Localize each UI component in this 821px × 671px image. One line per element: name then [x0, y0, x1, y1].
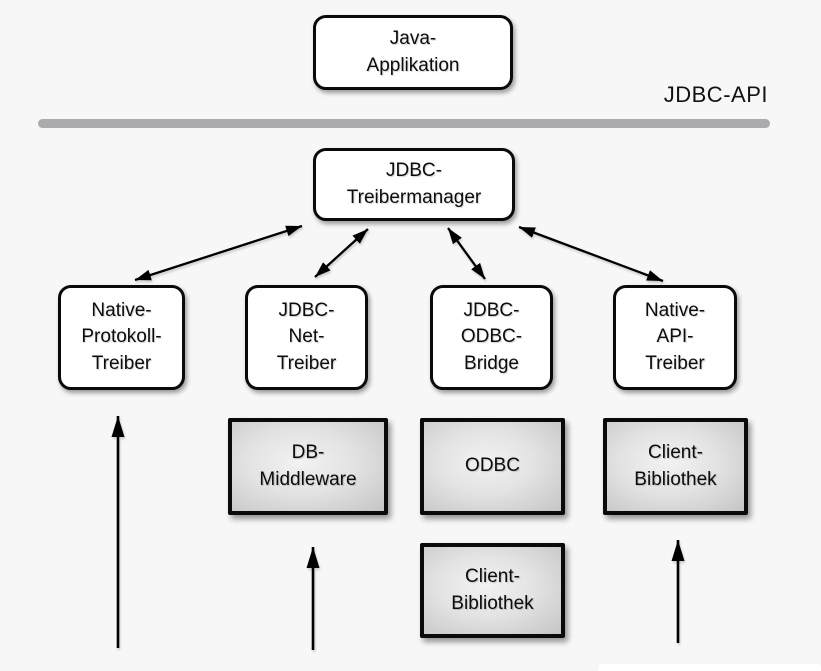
arrow-treibermanager-native-protokoll — [134, 224, 303, 282]
jdbc-api-divider-line — [38, 119, 770, 128]
cropped-box-edge — [598, 664, 821, 671]
arrow-treibermanager-jdbc-net — [314, 228, 369, 278]
node-label: Client- Bibliothek — [451, 566, 534, 614]
node-label: Native- Protokoll- Treiber — [81, 300, 162, 374]
node-client-bibliothek-native: Client- Bibliothek — [603, 418, 748, 515]
node-label: Native- API- Treiber — [644, 300, 706, 374]
node-odbc: ODBC — [420, 418, 565, 515]
node-label: DB- Middleware — [259, 442, 357, 490]
node-label: Client- Bibliothek — [634, 442, 717, 490]
jdbc-api-label: JDBC-API — [663, 82, 768, 107]
node-native-api-treiber: Native- API- Treiber — [613, 285, 737, 390]
node-client-bibliothek-odbc: Client- Bibliothek — [420, 543, 565, 638]
arrow-treibermanager-jdbc-odbc — [447, 227, 486, 280]
arrow-treibermanager-native-api — [518, 225, 664, 283]
node-jdbc-net-treiber: JDBC- Net- Treiber — [245, 285, 368, 390]
node-jdbc-treibermanager: JDBC- Treibermanager — [313, 148, 515, 221]
node-java-application: Java- Applikation — [313, 15, 513, 90]
node-label: Java- Applikation — [366, 28, 460, 76]
node-label: JDBC- ODBC- Bridge — [460, 300, 523, 374]
node-native-protokoll-treiber: Native- Protokoll- Treiber — [58, 285, 185, 390]
node-jdbc-odbc-bridge: JDBC- ODBC- Bridge — [430, 285, 553, 390]
node-label: JDBC- Treibermanager — [346, 160, 482, 208]
node-db-middleware: DB- Middleware — [228, 418, 388, 515]
node-label: ODBC — [465, 455, 520, 477]
node-label: JDBC- Net- Treiber — [276, 300, 337, 374]
